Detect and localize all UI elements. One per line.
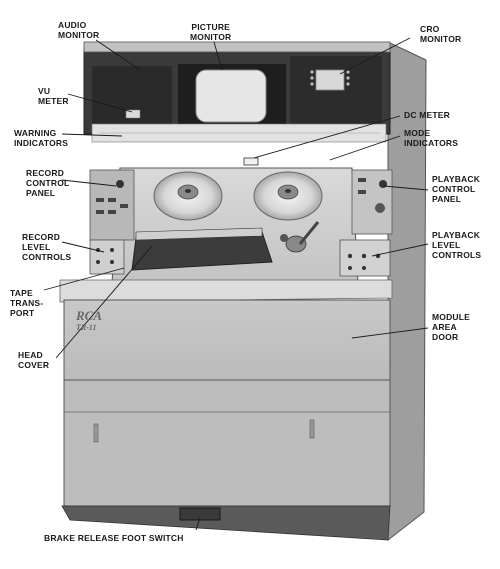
record-level-controls	[89, 239, 125, 275]
label-brake-release-foot-switch: BRAKE RELEASE FOOT SWITCH	[44, 533, 184, 543]
leader-lines	[43, 37, 429, 531]
brand-model: TR-11	[76, 323, 97, 332]
brand-rca: RCA	[76, 308, 103, 323]
cro-monitor-knobs	[310, 70, 350, 86]
leader-brake-release-foot-switch	[195, 517, 201, 531]
leader-tape-transport	[43, 267, 125, 291]
leader-record-level-controls	[61, 241, 105, 253]
leader-mode-indicators	[329, 135, 401, 161]
leader-module-area-door	[351, 327, 429, 339]
deck-ledge	[59, 279, 393, 303]
brake-release-foot-switch	[179, 507, 221, 521]
leader-playback-level-controls	[371, 243, 429, 257]
leader-playback-control-panel	[383, 185, 429, 191]
capstan-assembly	[280, 221, 320, 253]
monitor-housing-top	[83, 41, 391, 53]
picture-monitor-screen	[195, 69, 267, 123]
takeup-reel	[253, 171, 323, 221]
cro-monitor-screen	[315, 69, 345, 91]
playback-level-controls	[339, 239, 391, 277]
leader-warning-indicators	[61, 133, 123, 137]
leader-vu-meter	[67, 93, 133, 113]
supply-reel	[153, 171, 223, 221]
leader-cro-monitor	[339, 37, 411, 75]
audio-monitor-panel	[92, 66, 172, 128]
vu-meter	[125, 109, 141, 119]
leader-dc-meter	[253, 115, 401, 159]
cabinet-base	[61, 505, 391, 541]
leader-record-control-panel	[61, 179, 117, 187]
label-dc-meter: DC METER	[404, 110, 450, 120]
door-handle-right	[309, 419, 315, 439]
leader-head-cover	[55, 245, 153, 359]
dc-meter	[243, 157, 259, 166]
cro-monitor-panel	[290, 56, 382, 128]
door-handle-left	[93, 423, 99, 443]
lower-door-panel	[63, 379, 391, 507]
brand-mark: RCA TR-11	[76, 308, 103, 334]
leader-audio-monitor	[95, 39, 141, 71]
leader-picture-monitor	[213, 41, 223, 71]
